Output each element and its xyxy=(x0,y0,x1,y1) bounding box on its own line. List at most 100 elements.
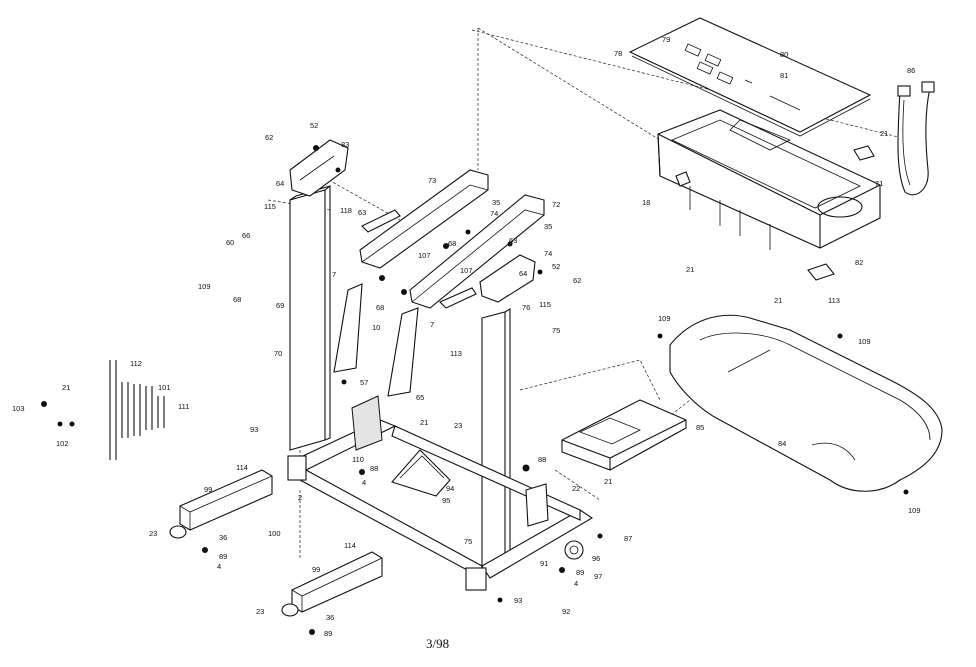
callout-label: 64 xyxy=(519,269,527,278)
inner-uprights xyxy=(333,283,419,397)
callout-label: 89 xyxy=(219,552,227,561)
callout-label: 21 xyxy=(774,296,782,305)
pulse-sensor-strap xyxy=(897,81,935,196)
callout-label: 65 xyxy=(416,393,424,402)
callout-label: 75 xyxy=(464,537,472,546)
callout-label: 78 xyxy=(614,49,622,58)
callout-label: 21 xyxy=(686,265,694,274)
motor-hood xyxy=(561,399,687,471)
callout-label: 57 xyxy=(360,378,368,387)
callout-labels: 79 78 80 81 86 21 71 18 21 82 21 113 52 … xyxy=(12,35,921,638)
callout-label: 4 xyxy=(217,562,221,571)
callout-label: 74 xyxy=(490,209,498,218)
callout-label: 62 xyxy=(265,133,273,142)
wheel-assembly xyxy=(564,540,584,560)
console-base xyxy=(657,109,881,250)
callout-label: 2 xyxy=(298,493,302,502)
callout-label: 22 xyxy=(572,484,580,493)
callout-label: 21 xyxy=(62,383,70,392)
callout-label: 81 xyxy=(780,71,788,80)
callout-label: 110 xyxy=(352,455,364,464)
callout-label: 94 xyxy=(446,484,454,493)
callout-label: 64 xyxy=(276,179,284,188)
callout-label: 100 xyxy=(268,529,281,538)
callout-label: 88 xyxy=(370,464,378,473)
callout-label: 35 xyxy=(492,198,500,207)
callout-label: 4 xyxy=(574,579,578,588)
deck-hood xyxy=(669,314,943,492)
callout-label: 97 xyxy=(594,572,602,581)
callout-label: 60 xyxy=(226,238,234,247)
callout-label: 109 xyxy=(658,314,671,323)
callout-label: 80 xyxy=(780,50,788,59)
left-handrail xyxy=(359,169,489,269)
callout-label: 86 xyxy=(907,66,915,75)
callout-label: 75 xyxy=(552,326,560,335)
callout-label: 89 xyxy=(324,629,332,638)
callout-label: 21 xyxy=(420,418,428,427)
rail-caps xyxy=(361,209,477,309)
callout-label: 23 xyxy=(149,529,157,538)
callout-label: 84 xyxy=(778,439,786,448)
callout-label: 99 xyxy=(312,565,320,574)
callout-label: 10 xyxy=(372,323,380,332)
callout-label: 102 xyxy=(56,439,69,448)
callout-label: 23 xyxy=(256,607,264,616)
callout-label: 89 xyxy=(576,568,584,577)
callout-label: 107 xyxy=(418,251,431,260)
center-post xyxy=(351,395,383,451)
callout-label: 95 xyxy=(442,496,450,505)
callout-label: 72 xyxy=(552,200,560,209)
callout-label: 70 xyxy=(274,349,282,358)
callout-label: 111 xyxy=(178,402,189,411)
callout-label: 83 xyxy=(341,140,349,149)
callout-label: 87 xyxy=(624,534,632,543)
callout-label: 35 xyxy=(544,222,552,231)
page-number: 3/98 xyxy=(426,636,449,651)
callout-label: 103 xyxy=(12,404,25,413)
bolt-set xyxy=(109,360,165,460)
callout-label: 69 xyxy=(276,301,284,310)
callout-label: 114 xyxy=(344,541,356,550)
callout-label: 118 xyxy=(340,206,352,215)
callout-label: 63 xyxy=(509,236,517,245)
callout-label: 79 xyxy=(662,35,670,44)
callout-label: 109 xyxy=(198,282,211,291)
callout-label: 73 xyxy=(428,176,436,185)
callout-label: 66 xyxy=(242,231,250,240)
console-overlay-plate xyxy=(628,17,872,137)
callout-label: 18 xyxy=(642,198,650,207)
left-upright-tube xyxy=(289,184,331,451)
right-foot-extension xyxy=(281,551,383,617)
rear-bracket xyxy=(525,483,549,527)
callout-label: 71 xyxy=(875,179,883,188)
callout-label: 114 xyxy=(236,463,248,472)
callout-label: 36 xyxy=(219,533,227,542)
callout-label: 52 xyxy=(552,262,560,271)
callout-label: 7 xyxy=(430,320,434,329)
right-handrail xyxy=(409,194,545,309)
callout-label: 115 xyxy=(264,202,276,211)
callout-label: 113 xyxy=(828,296,840,305)
callout-label: 82 xyxy=(855,258,863,267)
callout-label: 93 xyxy=(250,425,258,434)
callout-label: 92 xyxy=(562,607,570,616)
callout-label: 7 xyxy=(332,270,336,279)
callout-label: 107 xyxy=(460,266,473,275)
callout-label: 52 xyxy=(310,121,318,130)
callout-label: 63 xyxy=(358,208,366,217)
callout-label: 91 xyxy=(540,559,548,568)
right-handrail-bracket xyxy=(479,254,536,303)
callout-label: 112 xyxy=(130,359,142,368)
callout-label: 36 xyxy=(326,613,334,622)
callout-label: 113 xyxy=(450,349,462,358)
callout-label: 109 xyxy=(858,337,871,346)
callout-label: 99 xyxy=(204,485,212,494)
motor-bracket xyxy=(391,449,451,497)
callout-label: 96 xyxy=(592,554,600,563)
callout-label: 93 xyxy=(514,596,522,605)
callout-label: 109 xyxy=(908,506,921,515)
callout-label: 85 xyxy=(696,423,704,432)
